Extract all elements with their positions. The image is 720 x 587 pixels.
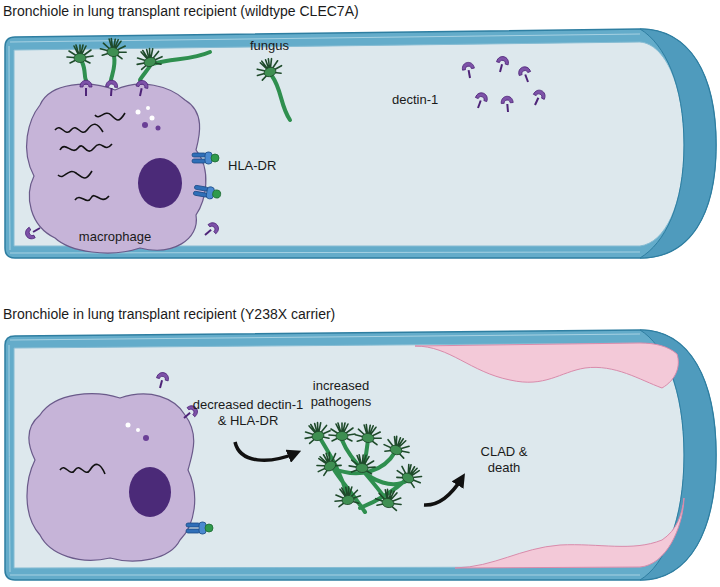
pathogen-cluster	[333, 485, 362, 507]
bronchiole-wall	[5, 330, 716, 580]
bound-fungus	[67, 37, 210, 97]
dectin-receptor	[472, 91, 489, 110]
bound-fungus	[67, 45, 93, 63]
annotation-label: HLA-DR	[228, 158, 298, 174]
pathogen-cluster	[302, 420, 426, 512]
label-box: CLAD & death	[468, 444, 540, 475]
macrophage-cell	[126, 423, 131, 428]
process-arrow	[235, 442, 296, 460]
pathogen-cluster	[349, 454, 376, 474]
label-box: dectin-1	[392, 92, 462, 108]
pathogen-cluster	[302, 420, 332, 444]
macrophage-cell	[27, 84, 206, 253]
macrophage-cell	[154, 371, 170, 389]
macrophage-cell	[146, 106, 150, 110]
label-box: increased pathogens	[296, 378, 386, 409]
dectin-receptor	[517, 65, 534, 84]
bound-fungus	[134, 46, 164, 70]
free-fungus	[253, 55, 290, 120]
macrophage-cell	[55, 113, 125, 201]
annotation-label: dectin-1	[392, 92, 462, 108]
dectin-receptor	[494, 55, 510, 73]
bronchiole-wall	[14, 343, 684, 568]
macrophage-cell	[136, 110, 141, 115]
label-box: decreased dectin-1 & HLA-DR	[192, 397, 304, 428]
fibrotic-tissue	[415, 343, 684, 568]
bronchiole-region: Bronchiole in lung transplant recipient …	[0, 303, 720, 587]
label-box: fungus	[250, 38, 310, 54]
bronchiole-wall	[5, 29, 716, 258]
macrophage-cell	[150, 116, 155, 121]
bronchiole-wall	[5, 330, 716, 580]
pathogen-cluster	[354, 423, 383, 445]
macrophage-cell	[27, 371, 213, 561]
dectin-receptor	[501, 96, 514, 113]
macrophage-cell	[138, 158, 182, 208]
fibrotic-tissue	[415, 343, 678, 388]
pathogen-cluster	[382, 433, 413, 459]
hla-dr-receptor	[193, 184, 222, 201]
macrophage-cell	[27, 394, 195, 561]
dectin-receptor	[530, 88, 548, 107]
free-fungus	[253, 55, 284, 81]
bronchiole-region: Bronchiole in lung transplant recipient …	[0, 0, 720, 262]
pathogen-cluster	[374, 487, 404, 511]
annotation-label: decreased dectin-1 & HLA-DR	[192, 397, 304, 428]
hla-dr-receptor	[192, 152, 219, 164]
dectin-receptor	[23, 223, 43, 241]
fibrotic-tissue	[455, 498, 684, 568]
macrophage-cell	[129, 467, 171, 517]
macrophage-cell: macrophage	[25, 72, 205, 257]
macrophage-cell	[136, 428, 140, 432]
annotation-label: increased pathogens	[296, 378, 386, 409]
process-arrow	[424, 478, 462, 505]
bound-fungus	[105, 80, 118, 97]
macrophage-cell	[186, 522, 213, 534]
macrophage-cell	[27, 84, 206, 253]
free-fungus	[272, 76, 290, 120]
pathogen-cluster	[312, 448, 344, 477]
macrophage-cell	[60, 464, 105, 474]
bound-fungus	[134, 79, 149, 97]
label-box: HLA-DR	[228, 158, 298, 174]
dectin-receptor	[23, 55, 547, 241]
bronchiole-wall	[640, 29, 716, 258]
annotation-label: fungus	[250, 38, 310, 54]
macrophage-cell	[142, 122, 148, 128]
pathogen-cluster	[329, 423, 355, 441]
annotation-label: CLAD & death	[468, 444, 540, 475]
bronchiole-wall	[9, 34, 640, 253]
bound-fungus	[80, 80, 92, 96]
macrophage-cell	[143, 435, 149, 441]
hla-dr-receptor	[192, 152, 222, 201]
bronchiole-wall	[5, 29, 716, 258]
process-arrow	[235, 442, 462, 505]
cell-label: macrophage	[25, 229, 205, 245]
panel-title: Bronchiole in lung transplant recipient …	[3, 306, 720, 323]
dectin-receptor	[201, 220, 221, 239]
macrophage-cell	[156, 126, 161, 131]
dectin-receptor	[461, 61, 476, 79]
panel-title: Bronchiole in lung transplant recipient …	[3, 3, 720, 20]
pathogen-cluster	[394, 460, 426, 489]
bound-fungus	[99, 37, 128, 59]
